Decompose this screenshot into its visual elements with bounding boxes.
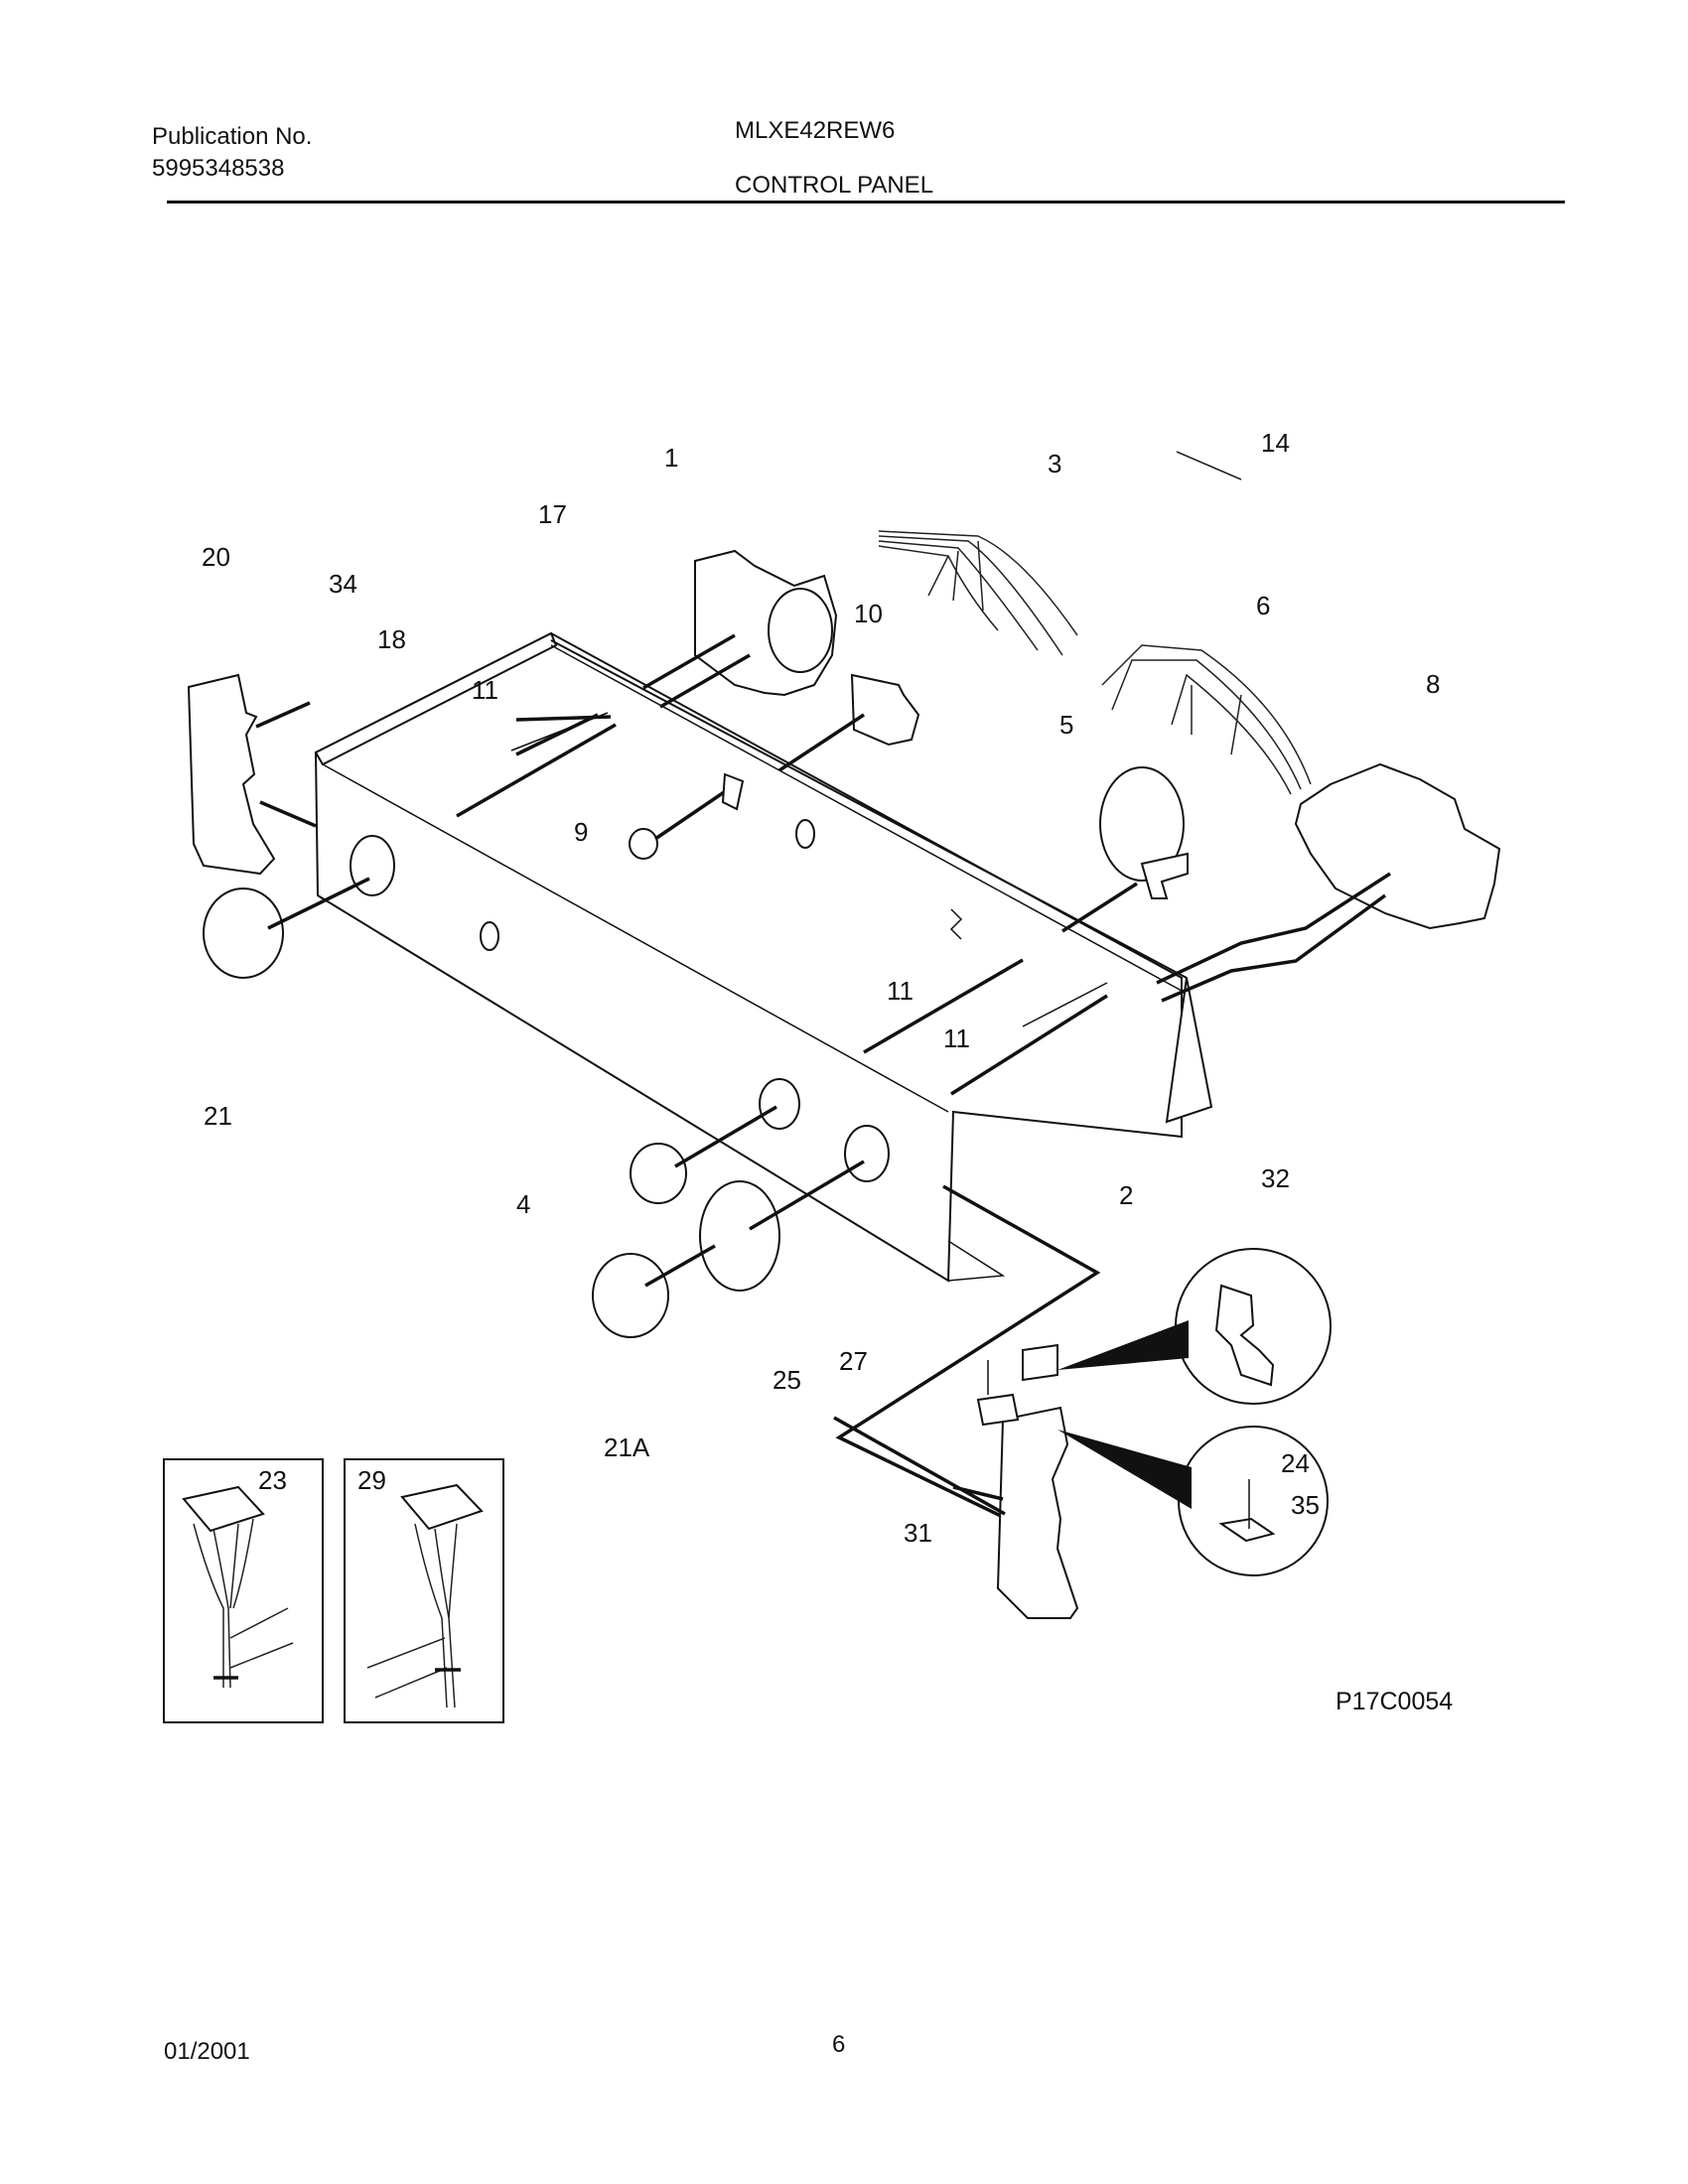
callout-27: 27 (839, 1346, 868, 1376)
publication-label: Publication No. (152, 123, 313, 150)
callout-3: 3 (1048, 449, 1061, 478)
callout-29: 29 (357, 1465, 386, 1495)
detail-bubble-upper (1057, 1248, 1332, 1405)
callout-21A: 21A (604, 1433, 650, 1462)
callout-1: 1 (664, 443, 678, 473)
footer-date: 01/2001 (164, 2038, 250, 2065)
footer-page-number: 6 (832, 2031, 846, 2058)
wire-harness-3 (878, 530, 1078, 656)
callout-2: 2 (1119, 1180, 1133, 1210)
inset-box-23 (163, 1458, 324, 1723)
callout-24: 24 (1281, 1448, 1310, 1478)
control-panel-part (314, 631, 1183, 1283)
callout-4: 4 (516, 1189, 530, 1219)
header-rule (167, 201, 1565, 204)
callout-35: 35 (1291, 1490, 1320, 1520)
callout-11c: 11 (943, 1024, 970, 1053)
callout-23: 23 (258, 1465, 287, 1495)
callout-11: 11 (472, 675, 498, 705)
callout-18: 18 (377, 624, 406, 654)
callout-8: 8 (1426, 669, 1440, 699)
callout-6: 6 (1256, 591, 1270, 620)
callout-5: 5 (1059, 710, 1073, 740)
inset-box-29 (344, 1458, 504, 1723)
publication-number: 5995348538 (152, 155, 285, 182)
callout-25: 25 (773, 1365, 801, 1395)
callout-31: 31 (904, 1518, 932, 1548)
callout-11b: 11 (887, 976, 914, 1006)
callout-17: 17 (538, 499, 567, 529)
wire-harness-6 (1101, 644, 1312, 795)
callout-14: 14 (1261, 428, 1290, 458)
section-title: CONTROL PANEL (735, 172, 934, 199)
callout-10: 10 (854, 599, 883, 628)
callout-20: 20 (202, 542, 230, 572)
motor-part-8 (1294, 762, 1501, 930)
callout-21: 21 (204, 1101, 232, 1131)
diagram-id: P17C0054 (1336, 1688, 1454, 1715)
left-bracket-part (187, 673, 276, 876)
callout-32: 32 (1261, 1163, 1290, 1193)
lower-bracket-part (996, 1406, 1079, 1619)
callout-34: 34 (329, 569, 357, 599)
timer-motor-part (694, 549, 838, 697)
callout-9: 9 (574, 817, 588, 847)
model-number: MLXE42REW6 (735, 117, 896, 144)
detail-bubble-lower (1057, 1426, 1329, 1576)
